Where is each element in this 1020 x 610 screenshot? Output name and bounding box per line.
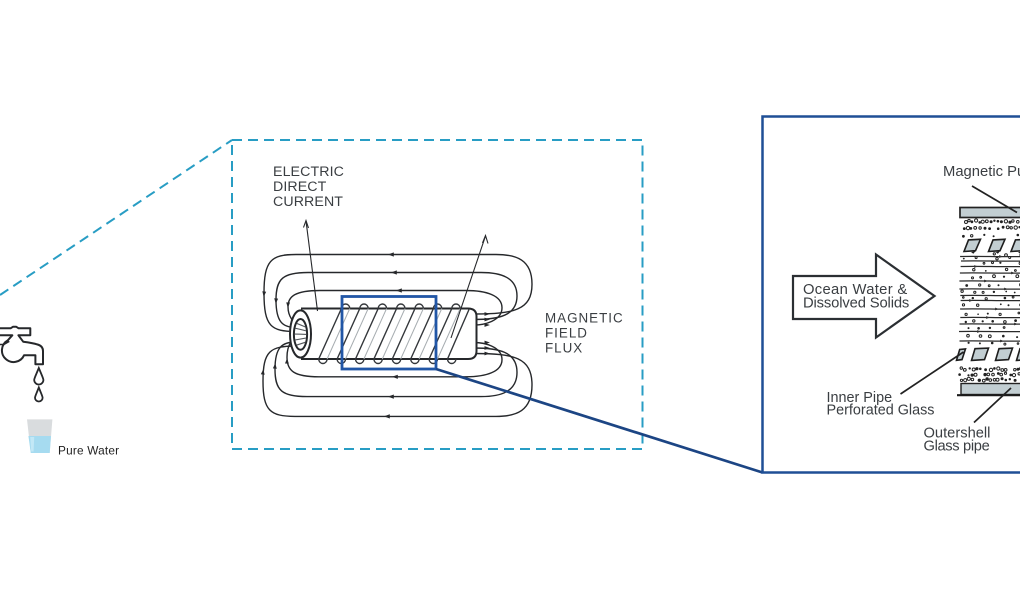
svg-text:Inner Pipe: Inner Pipe: [827, 390, 893, 406]
svg-text:Outershell: Outershell: [924, 426, 991, 442]
svg-text:CURRENT: CURRENT: [273, 194, 343, 210]
svg-text:MAGNETIC: MAGNETIC: [545, 310, 624, 325]
svg-text:Perforated Glass: Perforated Glass: [827, 402, 935, 418]
svg-text:Magnetic Pulse: Magnetic Pulse: [943, 164, 1020, 180]
svg-text:Pure Water: Pure Water: [58, 443, 119, 457]
svg-text:FLUX: FLUX: [545, 340, 583, 355]
svg-text:FIELD: FIELD: [545, 326, 588, 341]
svg-text:Dissolved Solids: Dissolved Solids: [803, 295, 909, 311]
svg-text:Ocean Water &: Ocean Water &: [803, 282, 908, 298]
svg-text:ELECTRIC: ELECTRIC: [273, 164, 344, 180]
svg-text:DIRECT: DIRECT: [273, 179, 327, 195]
svg-text:Glass pipe: Glass pipe: [924, 438, 990, 454]
